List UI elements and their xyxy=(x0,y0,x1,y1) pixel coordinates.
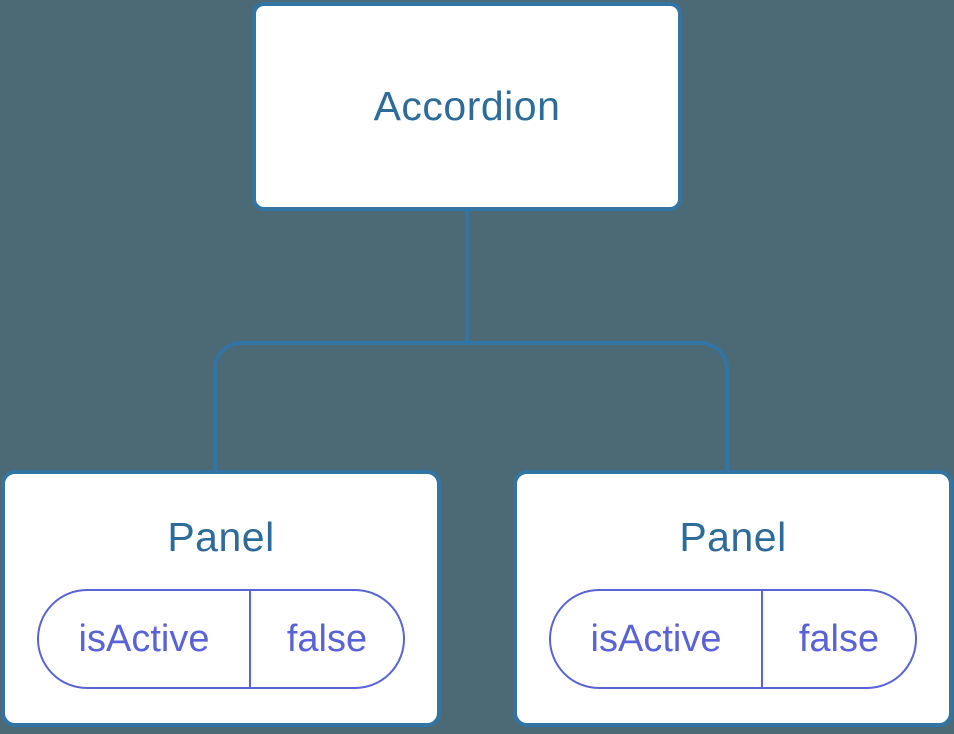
panel-node-label: Panel xyxy=(167,514,275,560)
connector-bracket-line xyxy=(213,341,729,470)
accordion-node-label: Accordion xyxy=(373,83,561,129)
state-pill: isActive false xyxy=(549,589,917,689)
component-node-panel-left: Panel isActive false xyxy=(1,470,441,727)
panel-node-label: Panel xyxy=(679,514,787,560)
connector-stem-line xyxy=(465,209,469,343)
state-key-label: isActive xyxy=(551,591,763,687)
component-node-panel-right: Panel isActive false xyxy=(513,470,953,727)
state-key-label: isActive xyxy=(39,591,251,687)
state-value-label: false xyxy=(286,617,368,660)
state-pill: isActive false xyxy=(37,589,405,689)
component-node-accordion: Accordion xyxy=(252,2,682,211)
state-value-label: false xyxy=(798,617,880,660)
